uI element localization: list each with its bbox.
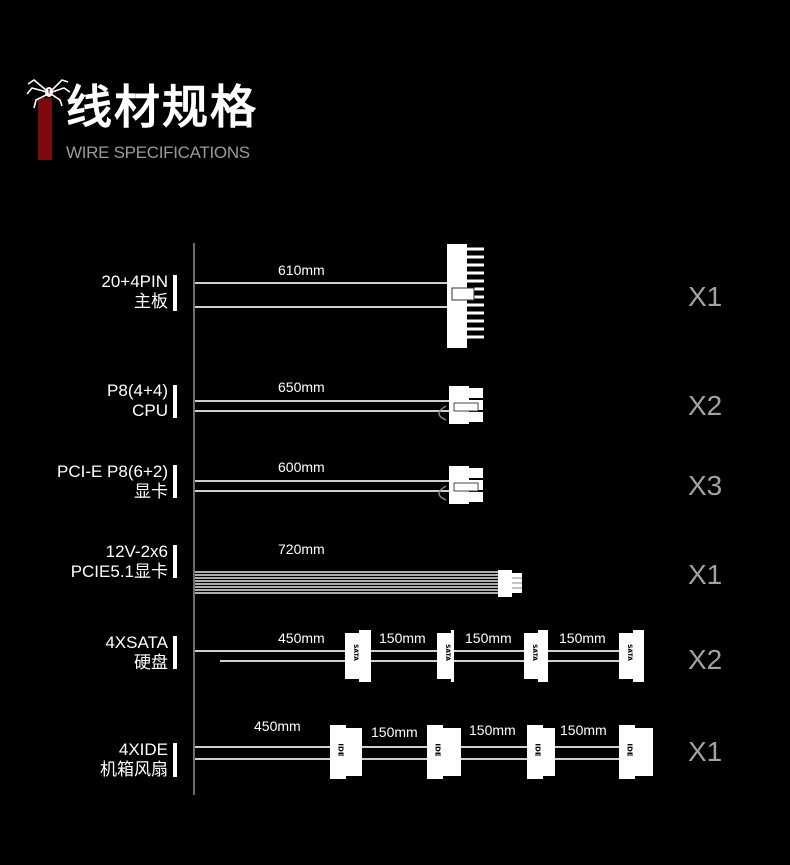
cable-count: X2 <box>688 390 723 421</box>
cable-name: PCI-E P8(6+2) <box>56 462 168 481</box>
wire <box>220 660 635 662</box>
cable-name: 4XSATA <box>105 633 168 652</box>
segment-length: 450mm <box>254 718 301 734</box>
cable-use: 硬盘 <box>134 653 168 672</box>
segment-length: 150mm <box>469 722 516 738</box>
cable-label-ide: 4XIDE 机箱风扇 <box>100 740 168 780</box>
cable-name: P8(4+4) <box>107 381 168 400</box>
cable-name: 20+4PIN <box>101 272 168 291</box>
cable-label-cpu: P8(4+4) CPU <box>107 381 168 421</box>
cable-use: PCIE5.1显卡 <box>70 562 168 581</box>
connector-label: SATA <box>443 644 451 661</box>
cable-length: 720mm <box>278 541 325 557</box>
cable-count: X1 <box>688 559 723 590</box>
main-vertical-line <box>193 243 195 795</box>
cable-length: 650mm <box>278 379 325 395</box>
connector-label: SATA <box>625 644 633 661</box>
page-title: 线材规格 <box>66 80 258 134</box>
wire <box>195 758 635 760</box>
segment-length: 150mm <box>379 630 426 646</box>
cable-count: X1 <box>688 281 723 312</box>
cable-length: 610mm <box>278 262 325 278</box>
connector-label: SATA <box>530 644 538 661</box>
cable-count: X2 <box>688 644 723 675</box>
cable-use: 显卡 <box>134 482 168 501</box>
cable-use: 主板 <box>134 292 168 311</box>
label-marker <box>173 465 177 498</box>
cable-use: 机箱风扇 <box>100 760 168 779</box>
segment-length: 150mm <box>465 630 512 646</box>
cable-use: CPU <box>132 401 168 420</box>
wire <box>195 746 635 748</box>
segment-length: 450mm <box>278 630 325 646</box>
spider-icon <box>26 79 71 109</box>
segment-length: 150mm <box>559 630 606 646</box>
wire <box>195 650 635 652</box>
cable-name: 4XIDE <box>118 740 168 759</box>
label-marker <box>173 636 177 669</box>
connector-label: IDE <box>433 743 442 757</box>
wire <box>195 480 451 482</box>
wire <box>195 282 448 284</box>
segment-length: 150mm <box>371 724 418 740</box>
connector-label: IDE <box>625 743 634 757</box>
segment-length: 150mm <box>560 722 607 738</box>
cable-count: X3 <box>688 470 723 501</box>
cable-name: 12V-2x6 <box>105 542 168 561</box>
wire <box>195 490 451 492</box>
connector-label: IDE <box>533 743 542 757</box>
connector-label: IDE <box>336 743 345 757</box>
page-subtitle: WIRE SPECIFICATIONS <box>66 143 250 162</box>
cable-label-sata: 4XSATA 硬盘 <box>105 633 168 673</box>
header-accent-bar <box>38 98 52 160</box>
cable-label-12v2x6: 12V-2x6 PCIE5.1显卡 <box>71 542 168 582</box>
wire <box>195 306 448 308</box>
connector-label: SATA <box>351 644 359 661</box>
cable-length: 600mm <box>278 459 325 475</box>
cable-label-gpu: PCI-E P8(6+2) 显卡 <box>57 462 168 502</box>
label-marker <box>173 545 177 578</box>
label-marker <box>173 275 177 311</box>
cable-count: X1 <box>688 736 723 767</box>
label-marker <box>173 743 177 777</box>
cable-label-motherboard: 20+4PIN 主板 <box>101 272 168 312</box>
label-marker <box>173 385 177 418</box>
wire <box>195 410 451 412</box>
wire <box>195 400 451 402</box>
